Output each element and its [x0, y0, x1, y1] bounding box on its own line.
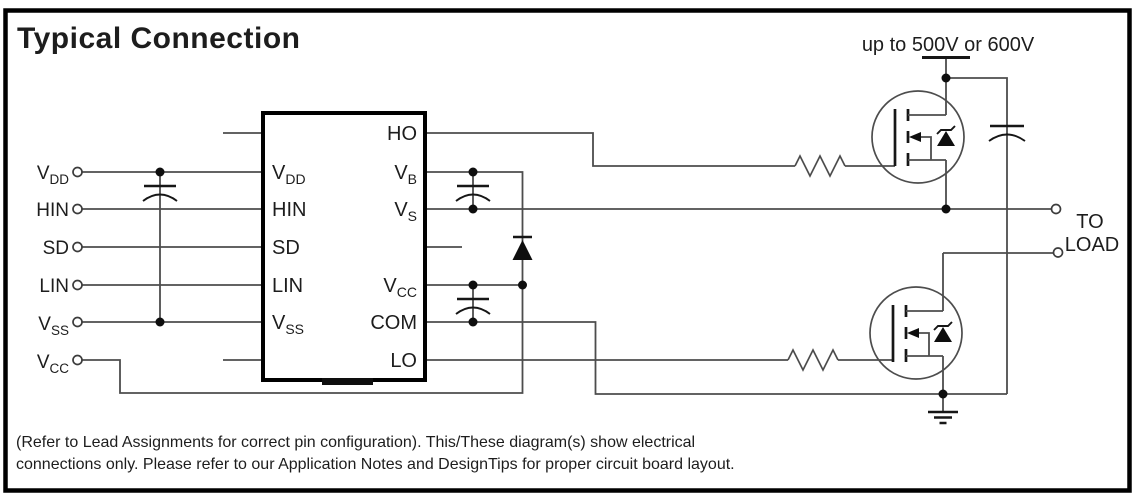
capacitor-plate-curved	[988, 133, 1026, 142]
terminal-circle-vss	[72, 316, 83, 328]
wire-vcc-feed-rail	[82, 285, 524, 394]
ic-pin-sd: SD	[272, 237, 300, 259]
supply-voltage-label: up to 500V or 600V	[862, 34, 1035, 56]
body-diode-cathode-bar	[936, 125, 956, 135]
junction-dot	[938, 389, 948, 399]
figure-title: Typical Connection	[17, 22, 300, 55]
bus-capacitor	[988, 124, 1026, 142]
wire-hv-cap-branch	[946, 77, 1008, 134]
junction-dot	[468, 317, 478, 327]
bootstrap-capacitor-vb-vs	[455, 172, 491, 209]
gate-resistor-high-side	[794, 154, 846, 178]
load-label-load: LOAD	[1065, 234, 1119, 256]
terminal-circle-vdd	[72, 166, 83, 178]
terminal-label-vdd: VDD	[37, 163, 69, 187]
footer-note-line1: (Refer to Lead Assignments for correct p…	[16, 434, 695, 451]
load-label-to: TO	[1076, 211, 1103, 233]
wires	[82, 57, 1053, 395]
terminal-circle-lin	[72, 279, 83, 291]
wire-ho	[425, 132, 795, 167]
terminal-label-vss: VSS	[38, 314, 69, 338]
junction-dot	[941, 73, 951, 83]
low-side-mosfet	[869, 253, 963, 394]
ground-bars	[928, 410, 958, 425]
footer-note-line2: connections only. Please refer to our Ap…	[16, 456, 735, 473]
ic-block: VDD HIN SD LIN VSS HO VB VS VCC COM LO	[261, 111, 427, 385]
mosfet-body-lead	[918, 332, 930, 356]
junction-dot	[468, 204, 478, 214]
wire-com-ground-rail	[425, 321, 1007, 395]
junction-dot	[155, 317, 165, 327]
junction-dot	[468, 280, 478, 290]
ic-pin-ho: HO	[387, 123, 417, 145]
mosfet-circle	[871, 90, 965, 184]
terminal-circle-hin	[72, 203, 83, 215]
mosfet-source-lead	[906, 355, 944, 394]
body-diode-cathode-bar	[933, 321, 953, 331]
mosfet-drain-lead	[906, 253, 944, 312]
mosfet-arrow	[909, 132, 921, 142]
terminal-label-hin: HIN	[36, 200, 69, 221]
bootstrap-diode	[512, 235, 533, 260]
terminal-circle-sd	[72, 241, 83, 253]
ic-pin-vdd: VDD	[272, 162, 306, 187]
terminal-label-lin: LIN	[39, 276, 69, 297]
terminal-label-sd: SD	[43, 238, 69, 259]
ic-pin-vcc: VCC	[383, 275, 417, 300]
mosfet-circle	[869, 286, 963, 380]
gate-resistor-low-side	[787, 348, 839, 372]
capacitor-vcc-com	[455, 285, 491, 322]
mosfet-arrow	[907, 328, 919, 338]
junction-dot	[155, 167, 165, 177]
ic-body	[261, 111, 427, 382]
junction-dot	[518, 280, 527, 290]
ic-pin-vss: VSS	[272, 312, 304, 337]
body-diode-triangle	[934, 327, 952, 342]
ic-pin-hin: HIN	[272, 199, 306, 221]
load-terminal-top	[1050, 203, 1062, 215]
terminal-circle-vcc	[72, 354, 83, 366]
junction-dot	[941, 204, 951, 214]
load-terminal-bottom	[1052, 247, 1064, 258]
load-terminals: TO LOAD	[1050, 203, 1119, 258]
ic-pin-vb: VB	[394, 162, 417, 187]
ic-pin-lo: LO	[390, 350, 417, 372]
body-diode-triangle	[937, 131, 955, 146]
mosfet-source-lead	[908, 159, 947, 209]
mosfet-body-lead	[920, 136, 932, 160]
capacitor-plate-curved	[455, 193, 491, 202]
capacitor-plate-curved	[142, 193, 178, 202]
capacitor-vdd-vss	[142, 172, 178, 322]
junction-dot	[468, 167, 478, 177]
figure-border	[3, 8, 1132, 493]
ic-pin-lin: LIN	[272, 275, 303, 297]
input-terminals: VDD HIN SD LIN VSS VCC	[36, 163, 83, 376]
ic-bottom-tab	[322, 378, 373, 385]
diode-triangle	[512, 240, 533, 260]
capacitor-plate-curved	[455, 306, 491, 315]
ic-pin-com: COM	[370, 312, 417, 334]
ic-pin-vs: VS	[394, 199, 417, 224]
high-side-mosfet	[871, 90, 965, 209]
terminal-label-vcc: VCC	[37, 352, 69, 376]
junction-dots	[155, 73, 951, 399]
